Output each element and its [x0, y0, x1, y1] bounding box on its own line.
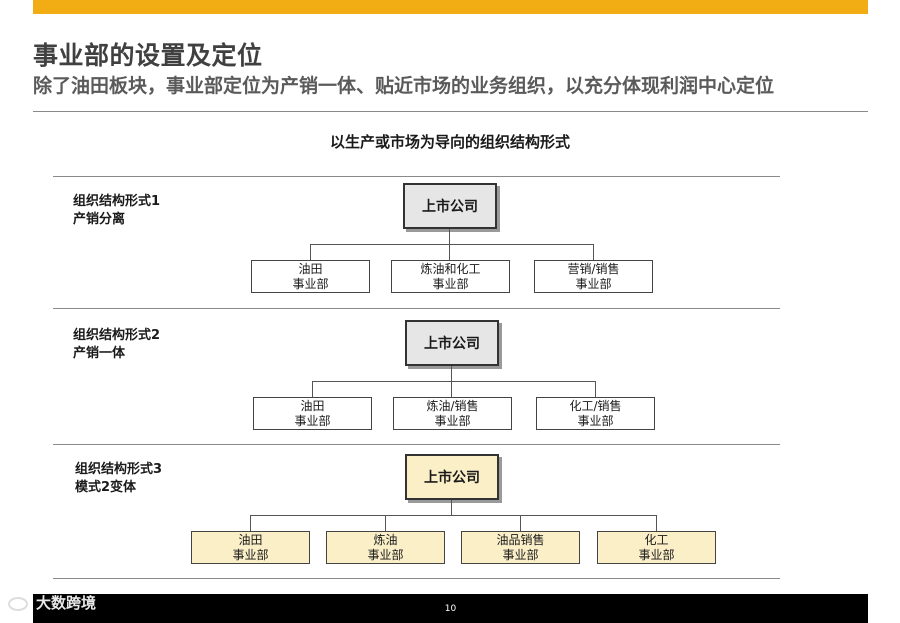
- division-name: 油田: [238, 532, 263, 547]
- division-box: 炼油和化工 事业部: [391, 260, 510, 293]
- connector-line: [250, 515, 656, 516]
- division-suffix: 事业部: [432, 276, 469, 291]
- division-name: 油田: [298, 261, 323, 276]
- section-label: 组织结构形式3 模式2变体: [75, 461, 162, 497]
- division-suffix: 事业部: [232, 547, 269, 562]
- section-divider: [53, 176, 780, 177]
- division-suffix: 事业部: [575, 276, 612, 291]
- connector-line: [595, 381, 596, 397]
- parent-company-box: 上市公司: [405, 320, 499, 366]
- division-name: 化工/销售: [569, 398, 622, 413]
- connector-line: [449, 229, 450, 244]
- section-divider: [53, 444, 780, 445]
- footer-bar: 10: [33, 594, 868, 623]
- section-divider: [53, 308, 780, 309]
- header-divider: [33, 111, 868, 112]
- division-box: 炼油 事业部: [326, 531, 445, 564]
- division-suffix: 事业部: [367, 547, 404, 562]
- connector-line: [593, 244, 594, 260]
- parent-company-box: 上市公司: [405, 454, 499, 500]
- division-suffix: 事业部: [502, 547, 539, 562]
- division-name: 炼油: [373, 532, 398, 547]
- section-label: 组织结构形式1 产销分离: [73, 193, 160, 229]
- connector-line: [520, 515, 521, 531]
- division-suffix: 事业部: [292, 276, 329, 291]
- division-box: 油田 事业部: [191, 531, 310, 564]
- section-label: 组织结构形式2 产销一体: [73, 327, 160, 363]
- connector-line: [312, 381, 313, 397]
- page-number: 10: [444, 604, 457, 614]
- diagram-title: 以生产或市场为导向的组织结构形式: [329, 133, 570, 151]
- division-name: 化工: [644, 532, 669, 547]
- connector-line: [449, 244, 450, 260]
- section-label-line1: 组织结构形式2: [73, 328, 161, 343]
- connector-line: [312, 381, 595, 382]
- page-subtitle: 除了油田板块，事业部定位为产销一体、贴近市场的业务组织，以充分体现利润中心定位: [33, 75, 775, 97]
- division-box: 炼油/销售 事业部: [393, 397, 512, 430]
- section-label-line2: 模式2变体: [75, 480, 137, 495]
- watermark-text: 大数跨境: [36, 594, 97, 612]
- section-label-line2: 产销一体: [73, 346, 126, 361]
- watermark-logo-icon: [8, 597, 28, 611]
- division-box: 化工/销售 事业部: [536, 397, 655, 430]
- section-label-line2: 产销分离: [73, 212, 126, 227]
- division-name: 油田: [300, 398, 325, 413]
- connector-line: [451, 366, 452, 381]
- division-box: 油田 事业部: [253, 397, 372, 430]
- connector-line: [310, 244, 311, 260]
- division-box: 化工 事业部: [597, 531, 716, 564]
- connector-line: [451, 381, 452, 397]
- division-suffix: 事业部: [638, 547, 675, 562]
- connector-line: [385, 515, 386, 531]
- parent-company-box: 上市公司: [403, 183, 497, 229]
- division-suffix: 事业部: [434, 413, 471, 428]
- connector-line: [451, 500, 452, 515]
- division-name: 营销/销售: [567, 261, 620, 276]
- connector-line: [250, 515, 251, 531]
- division-box: 油品销售 事业部: [461, 531, 580, 564]
- division-box: 营销/销售 事业部: [534, 260, 653, 293]
- section-label-line1: 组织结构形式3: [75, 462, 163, 477]
- top-accent-bar: [33, 0, 868, 14]
- division-suffix: 事业部: [577, 413, 614, 428]
- division-name: 炼油和化工: [420, 261, 481, 276]
- section-divider: [53, 578, 780, 579]
- division-suffix: 事业部: [294, 413, 331, 428]
- connector-line: [310, 244, 593, 245]
- division-name: 炼油/销售: [426, 398, 479, 413]
- connector-line: [656, 515, 657, 531]
- division-name: 油品销售: [496, 532, 545, 547]
- division-box: 油田 事业部: [251, 260, 370, 293]
- page-title: 事业部的设置及定位: [33, 41, 263, 70]
- section-label-line1: 组织结构形式1: [73, 194, 161, 209]
